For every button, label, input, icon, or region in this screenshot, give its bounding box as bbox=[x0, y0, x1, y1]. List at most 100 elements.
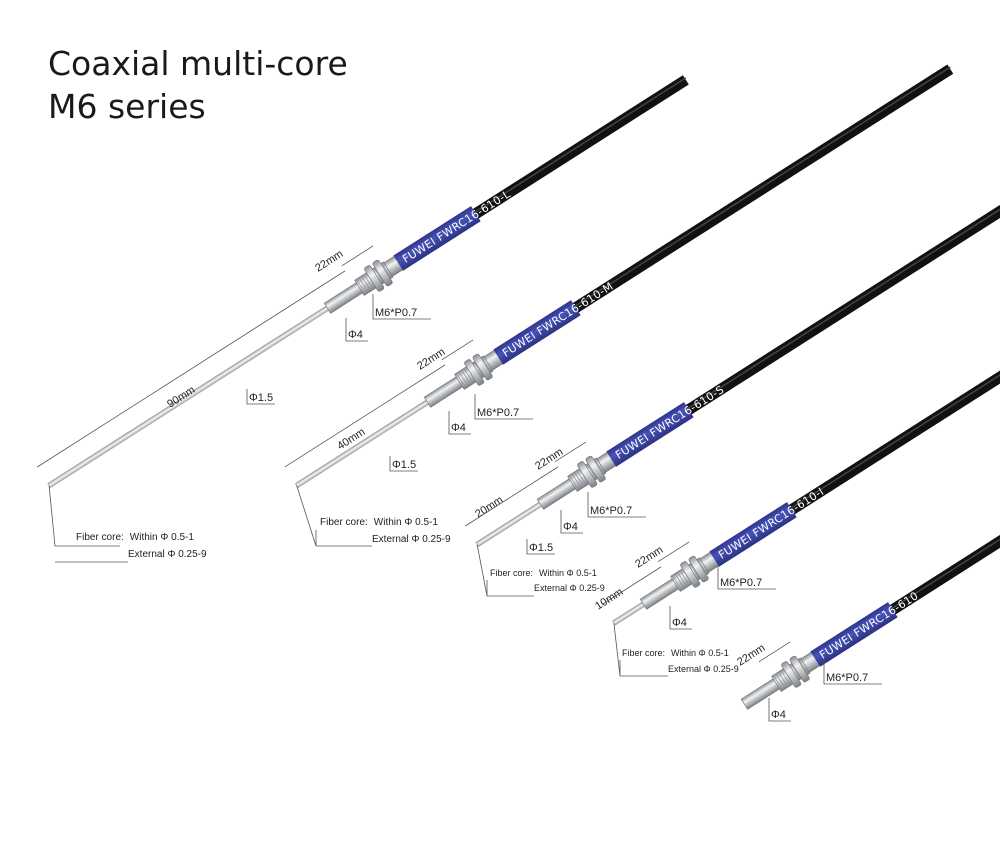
thread-leader bbox=[372, 294, 431, 320]
head-leader bbox=[448, 411, 471, 435]
title-line-2: M6 series bbox=[48, 87, 206, 126]
thread-line bbox=[363, 274, 374, 290]
thread-line bbox=[679, 570, 690, 586]
thread-line bbox=[381, 262, 392, 279]
sleeve bbox=[393, 206, 481, 271]
thread-line bbox=[356, 278, 367, 295]
thread-length-label: 22mm bbox=[735, 642, 767, 669]
fiber-core-label: Fiber core: Within Φ 0.5-1 bbox=[490, 568, 597, 578]
core-within-text: Within Φ 0.5-1 bbox=[671, 648, 729, 658]
nut bbox=[464, 359, 485, 386]
head-diameter-label: Φ4 bbox=[348, 329, 363, 341]
head-diameter-label: Φ4 bbox=[771, 709, 786, 721]
sensor-4: FUWEI FWRC16-610-IM6*P0.7Φ422mm10mmFiber… bbox=[593, 370, 1000, 677]
core-within-text: Within Φ 0.5-1 bbox=[374, 517, 439, 528]
cable-highlight bbox=[788, 374, 1000, 511]
thread-line bbox=[463, 368, 474, 384]
thread-line bbox=[778, 671, 789, 688]
thread-dim-line bbox=[554, 441, 587, 463]
fiber-cable bbox=[569, 64, 954, 315]
thread-spec-label: M6*P0.7 bbox=[375, 307, 417, 319]
cable-highlight bbox=[572, 66, 951, 309]
core-within-text: Within Φ 0.5-1 bbox=[130, 532, 195, 543]
model-label: FUWEI FWRC16-610-M bbox=[500, 280, 616, 360]
fiber-core-label: Fiber core:Within Φ 0.5-1 bbox=[622, 648, 729, 658]
thread-line bbox=[358, 277, 369, 293]
sensor-1: FUWEI FWRC16-610-LM6*P0.7Φ4Φ1.522mm90mmF… bbox=[37, 75, 689, 563]
probe-dim-line bbox=[601, 566, 662, 605]
core-within-text: Within Φ 0.5-1 bbox=[539, 568, 597, 578]
model-label: FUWEI FWRC16-610 bbox=[817, 589, 921, 662]
sensor-head: FUWEI FWRC16-610-S bbox=[475, 383, 727, 547]
core-label-text: Fiber core: bbox=[490, 568, 533, 578]
core-leader bbox=[613, 622, 621, 677]
thread-line bbox=[373, 267, 384, 284]
core-label-text: Fiber core: bbox=[76, 532, 124, 543]
probe-diameter-label: Φ1.5 bbox=[529, 542, 553, 554]
thread-line bbox=[674, 573, 685, 589]
head-leader bbox=[768, 698, 791, 722]
probe-leader bbox=[389, 456, 418, 472]
nut bbox=[372, 259, 393, 287]
thread-dim-line bbox=[758, 641, 791, 663]
thread-line bbox=[458, 371, 469, 387]
head-leader bbox=[345, 318, 368, 342]
thread-line bbox=[677, 571, 688, 588]
head-leader bbox=[669, 606, 692, 630]
thread-line bbox=[672, 574, 683, 591]
thread-leader bbox=[474, 394, 533, 420]
thread-line bbox=[574, 471, 585, 488]
core-leader bbox=[296, 485, 317, 547]
model-label: FUWEI FWRC16-610-L bbox=[400, 187, 513, 266]
fiber-cable bbox=[785, 370, 1000, 517]
thread-spec-label: M6*P0.7 bbox=[826, 672, 868, 684]
probe-dim-line bbox=[465, 466, 559, 527]
fiber-cable bbox=[886, 534, 1000, 617]
fiber-core-external-label: External Φ 0.25-9 bbox=[668, 664, 739, 674]
thread-dim-line bbox=[441, 339, 474, 361]
model-label: FUWEI FWRC16-610-S bbox=[613, 383, 726, 462]
thread-line bbox=[571, 473, 582, 489]
head-leader bbox=[560, 510, 583, 534]
nut bbox=[577, 461, 598, 488]
nut bbox=[585, 455, 606, 483]
thread-line bbox=[780, 670, 791, 686]
nut bbox=[472, 353, 493, 381]
thread-length-label: 22mm bbox=[313, 248, 345, 275]
thread-line bbox=[697, 558, 708, 575]
fiber-cable bbox=[682, 204, 1000, 417]
sleeve bbox=[810, 602, 898, 667]
thread-line bbox=[569, 474, 580, 491]
fiber-core-label: Fiber core: Within Φ 0.5-1 bbox=[320, 517, 438, 528]
thread-line bbox=[790, 663, 801, 680]
thread-line bbox=[586, 463, 597, 480]
probe-diameter-label: Φ1.5 bbox=[392, 459, 416, 471]
thread-line bbox=[473, 361, 484, 378]
thread-spec-label: M6*P0.7 bbox=[477, 407, 519, 419]
model-label: FUWEI FWRC16-610-I bbox=[716, 485, 826, 562]
sleeve bbox=[493, 300, 581, 365]
core-label-text: Fiber core: bbox=[320, 517, 368, 528]
nut bbox=[789, 655, 810, 683]
nut bbox=[680, 561, 701, 588]
fiber-cable bbox=[469, 75, 689, 221]
thread-line bbox=[576, 470, 587, 486]
thread-line bbox=[798, 658, 809, 675]
nut bbox=[781, 661, 802, 688]
head-diameter-label: Φ4 bbox=[563, 521, 578, 533]
thread-line bbox=[689, 563, 700, 580]
thread-leader bbox=[717, 564, 776, 590]
thread-line bbox=[773, 674, 784, 691]
thread-line bbox=[461, 369, 472, 386]
cable-highlight bbox=[685, 208, 1000, 411]
thread-line bbox=[481, 356, 492, 373]
probe-length-label: 20mm bbox=[473, 494, 505, 521]
fiber-core-external-label: External Φ 0.25-9 bbox=[372, 534, 451, 545]
thread-line bbox=[361, 275, 372, 292]
sleeve bbox=[709, 502, 797, 567]
probe-dim-line bbox=[284, 364, 446, 468]
probe-diameter-label: Φ1.5 bbox=[249, 392, 273, 404]
nut bbox=[364, 265, 385, 292]
fiber-core-external-label: External Φ 0.25-9 bbox=[128, 549, 207, 560]
